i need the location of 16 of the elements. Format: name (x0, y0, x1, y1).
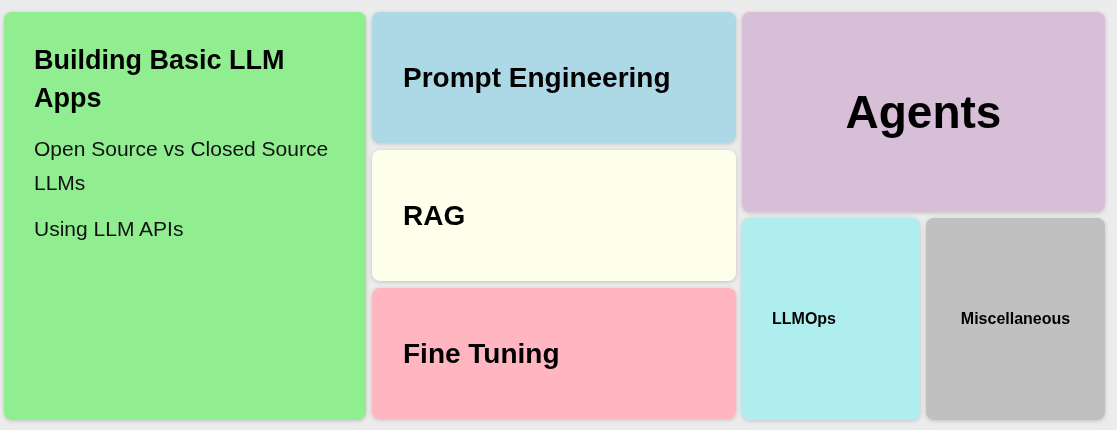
topic-card (372, 288, 736, 419)
card-title: RAG (403, 198, 466, 233)
topic-card (742, 218, 920, 420)
topic-card (4, 12, 366, 420)
card-title: Fine Tuning (403, 336, 560, 371)
card-title: Miscellaneous (960, 308, 1071, 329)
topic-card (742, 12, 1105, 212)
topic-card (372, 150, 736, 281)
card-title: Agents (845, 84, 1002, 140)
card-title: LLMOps (772, 308, 836, 329)
card-title: Prompt Engineering (403, 60, 671, 95)
card-title: Building Basic LLM Apps (34, 44, 286, 115)
topic-item: Open Source vs Closed Source LLMs (34, 135, 330, 196)
topic-card (372, 12, 736, 143)
topic-card (926, 218, 1105, 420)
topic-item: Using LLM APIs (34, 215, 184, 242)
